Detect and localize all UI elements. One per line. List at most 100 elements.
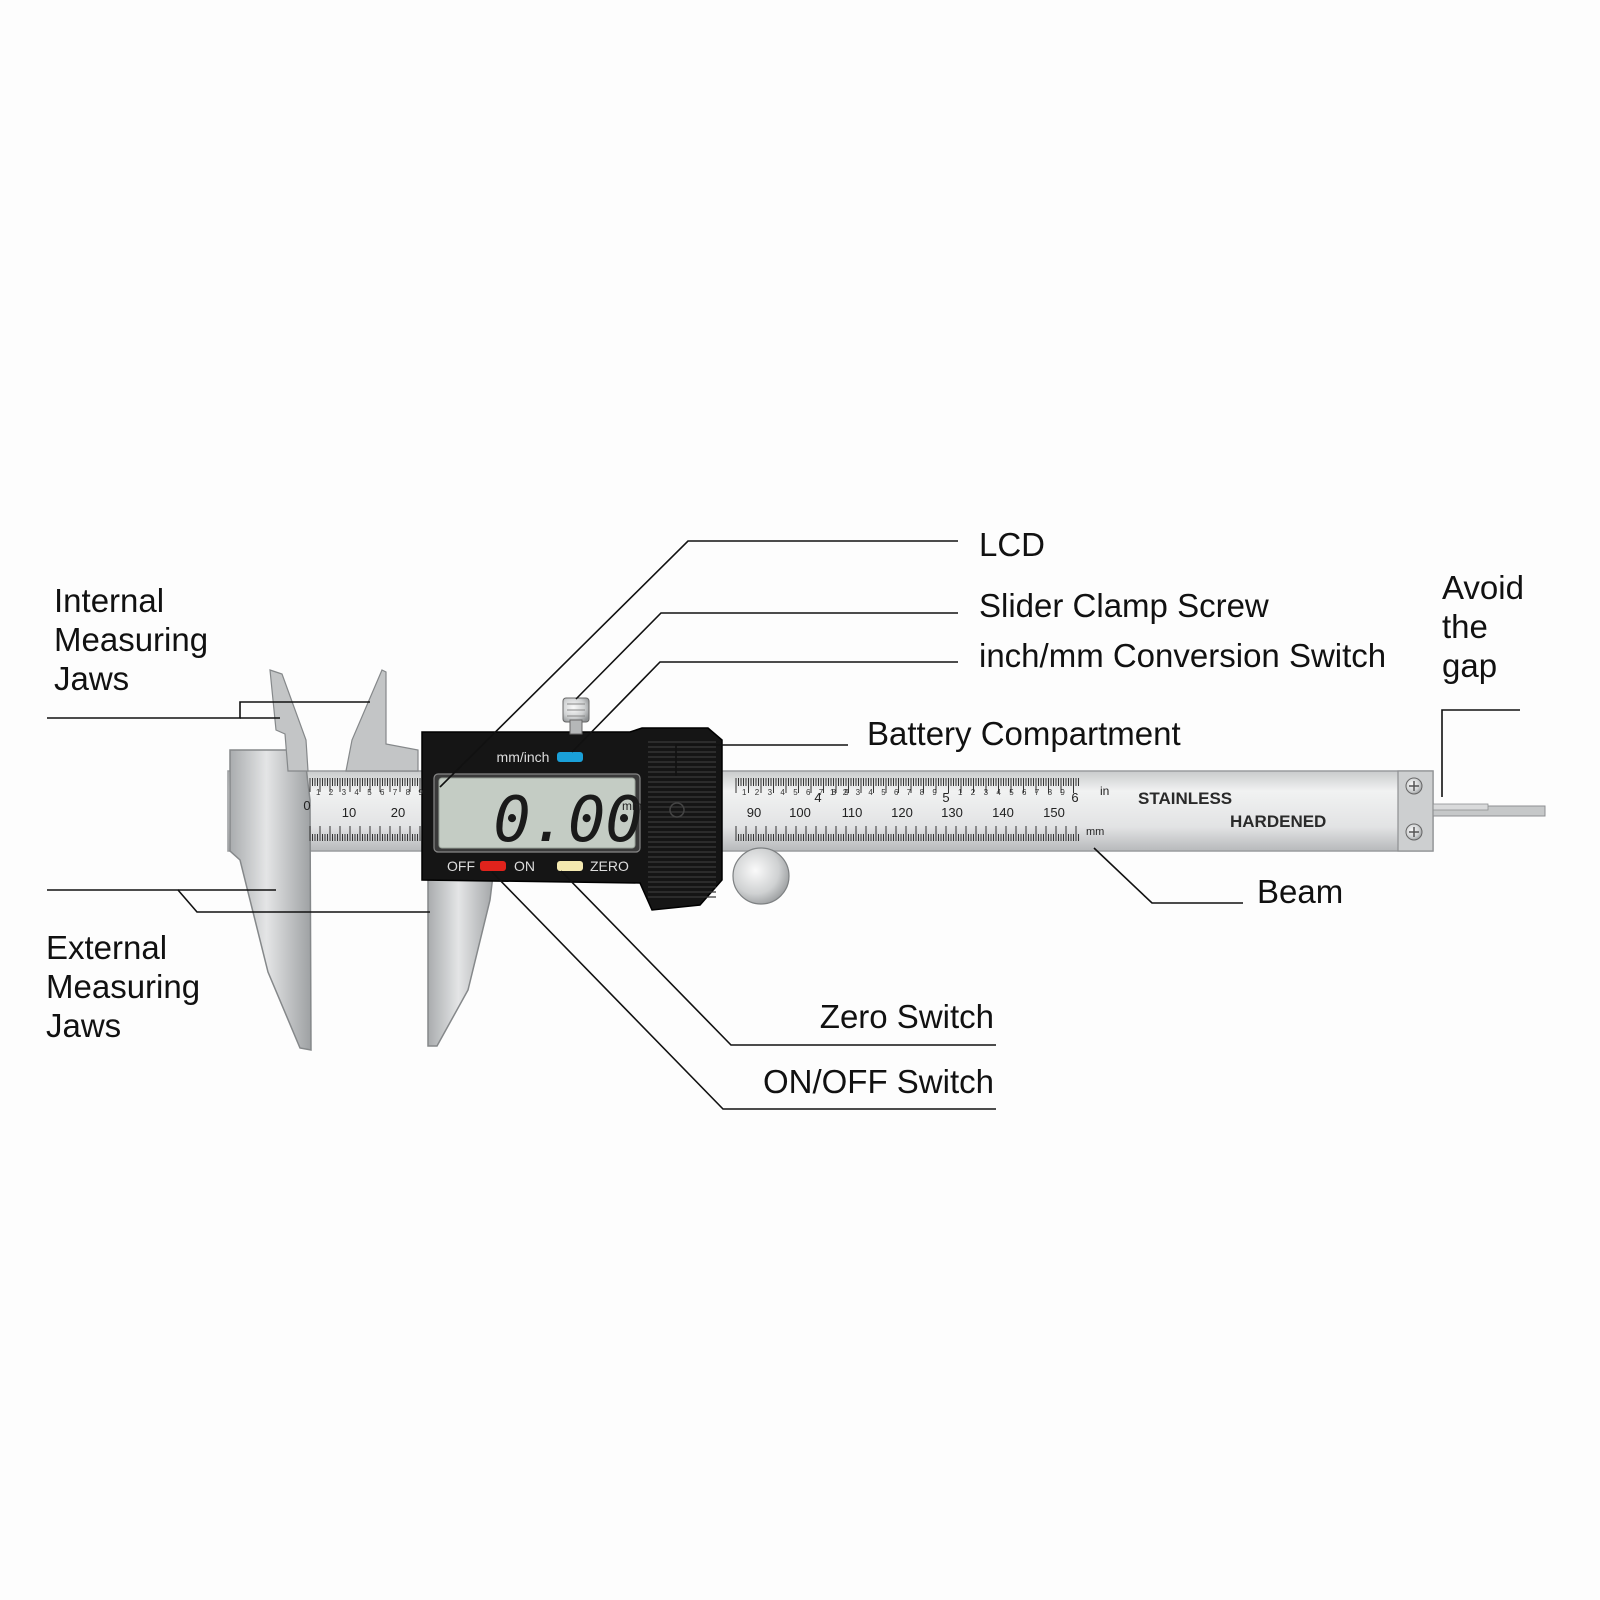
zero-label: ZERO xyxy=(590,858,629,874)
inch-minor-digit: 3 xyxy=(768,788,773,797)
leader-clamp-screw xyxy=(575,612,958,700)
inch-minor-digit: 8 xyxy=(406,788,411,797)
inch-minor-digit: 8 xyxy=(920,788,925,797)
inch-minor-digit: 6 xyxy=(894,788,899,797)
on-off-button[interactable] xyxy=(480,861,506,871)
mm-tick-label: 20 xyxy=(391,805,405,820)
inch-major-label: 5 xyxy=(942,790,949,805)
mm-tick-label: 10 xyxy=(342,805,356,820)
mm-tick-label: 120 xyxy=(891,805,913,820)
inch-minor-digit: 7 xyxy=(819,788,824,797)
leader-conversion-switch xyxy=(571,661,958,753)
label-avoid-gap: Avoid the gap xyxy=(1442,568,1524,685)
label-internal-jaws: Internal Measuring Jaws xyxy=(54,581,208,698)
inch-minor-digit: 5 xyxy=(793,788,798,797)
inch-minor-digit: 7 xyxy=(1035,788,1040,797)
inch-minor-digit: 7 xyxy=(907,788,912,797)
label-zero-switch: Zero Switch xyxy=(819,998,994,1035)
in-label: in xyxy=(1100,784,1109,798)
inch-minor-digit: 9 xyxy=(1060,788,1065,797)
leader-lcd xyxy=(439,540,958,788)
inch-minor-digit: 4 xyxy=(354,788,359,797)
inch-minor-digit: 6 xyxy=(806,788,811,797)
inch-major-label: 4 xyxy=(814,790,821,805)
inch-minor-digit: 7 xyxy=(393,788,398,797)
inch-minor-digit: 8 xyxy=(832,788,837,797)
inch-minor-digit: 5 xyxy=(367,788,372,797)
mm-label: mm xyxy=(1086,826,1104,838)
inch-minor-digit: 9 xyxy=(844,788,849,797)
mm-scale-left: 0 10 20 xyxy=(303,798,405,820)
sliding-internal-jaw xyxy=(345,669,419,772)
stainless-label: STAINLESS xyxy=(1138,789,1232,808)
mm-tick-label: 110 xyxy=(842,805,863,820)
mm-tick-label: 90 xyxy=(747,805,761,820)
inch-scale: 4 5 6 xyxy=(814,790,1078,805)
label-line: Measuring xyxy=(54,621,209,658)
mm-tick-label: 140 xyxy=(992,805,1014,820)
leader-lines xyxy=(47,540,1520,1110)
fixed-internal-jaw xyxy=(269,669,309,772)
inch-minor-digit: 6 xyxy=(1022,788,1027,797)
label-line: Internal xyxy=(54,582,165,619)
lcd-screen xyxy=(438,777,636,849)
off-label: OFF xyxy=(447,858,475,874)
leader-onoff-switch xyxy=(491,871,996,1110)
thumb-wheel[interactable] xyxy=(732,847,790,905)
label-slider-clamp-screw: Slider Clamp Screw xyxy=(979,587,1269,624)
inch-minor-digit: 1 xyxy=(958,788,963,797)
leader-zero-switch xyxy=(560,870,996,1046)
inch-minor-digit: 2 xyxy=(755,788,760,797)
inch-minor-digit: 1 xyxy=(742,788,747,797)
leader-external-jaws xyxy=(47,889,430,913)
battery-compartment-mark xyxy=(669,802,685,818)
inch-minor-digit: 3 xyxy=(856,788,861,797)
mm-inch-label: mm/inch xyxy=(497,749,550,765)
leader-battery xyxy=(675,744,848,776)
leader-beam xyxy=(1093,847,1243,904)
mm-tick-label: 100 xyxy=(789,805,811,820)
label-conversion-switch: inch/mm Conversion Switch xyxy=(979,637,1387,674)
inch-minor-digit: 5 xyxy=(1009,788,1014,797)
inch-minor-digit: 8 xyxy=(1048,788,1053,797)
inch-minor-digit: 3 xyxy=(342,788,347,797)
inch-minor-digit: 2 xyxy=(971,788,976,797)
fixed-external-jaw xyxy=(229,749,312,1051)
mm-tick-label: 0 xyxy=(303,798,310,813)
inch-minor-digit: 4 xyxy=(780,788,785,797)
label-line: gap xyxy=(1442,647,1498,684)
inch-major-label: 6 xyxy=(1071,790,1078,805)
on-label: ON xyxy=(514,858,535,874)
battery-compartment xyxy=(648,741,716,898)
lcd-unit: mm xyxy=(622,799,642,813)
inch-minor-digit: 1 xyxy=(316,788,321,797)
inch-minor-digit: 4 xyxy=(868,788,873,797)
hardened-label: HARDENED xyxy=(1230,812,1326,831)
inch-minor-digit: 1 xyxy=(830,788,835,797)
label-line: Measuring xyxy=(46,968,201,1005)
mm-tick-label: 150 xyxy=(1043,805,1065,820)
inch-minor-digit: 9 xyxy=(418,788,423,797)
label-line: Jaws xyxy=(46,1007,122,1044)
leader-avoid-gap xyxy=(1441,709,1520,797)
scale-ticks xyxy=(309,778,1079,841)
label-beam: Beam xyxy=(1257,873,1344,910)
zero-button[interactable] xyxy=(557,861,583,871)
inch-minor-digit: 2 xyxy=(843,788,848,797)
inch-minor-digit: 6 xyxy=(380,788,385,797)
inch-minor-digit: 5 xyxy=(881,788,886,797)
inch-minor-digit: 9 xyxy=(932,788,937,797)
inch-minor-digit: 4 xyxy=(996,788,1001,797)
lcd-reading: 0.00 xyxy=(493,783,642,856)
mode-button[interactable] xyxy=(557,752,583,762)
label-lcd: LCD xyxy=(979,526,1046,563)
label-external-jaws: External Measuring Jaws xyxy=(46,928,200,1045)
label-line: External xyxy=(46,929,168,966)
mm-scale-right: 90 100 110 120 130 140 150 xyxy=(747,805,1065,820)
label-line: Jaws xyxy=(54,660,130,697)
inch-minor-digit: 2 xyxy=(329,788,334,797)
label-battery-compartment: Battery Compartment xyxy=(867,715,1181,752)
label-line: the xyxy=(1442,608,1488,645)
